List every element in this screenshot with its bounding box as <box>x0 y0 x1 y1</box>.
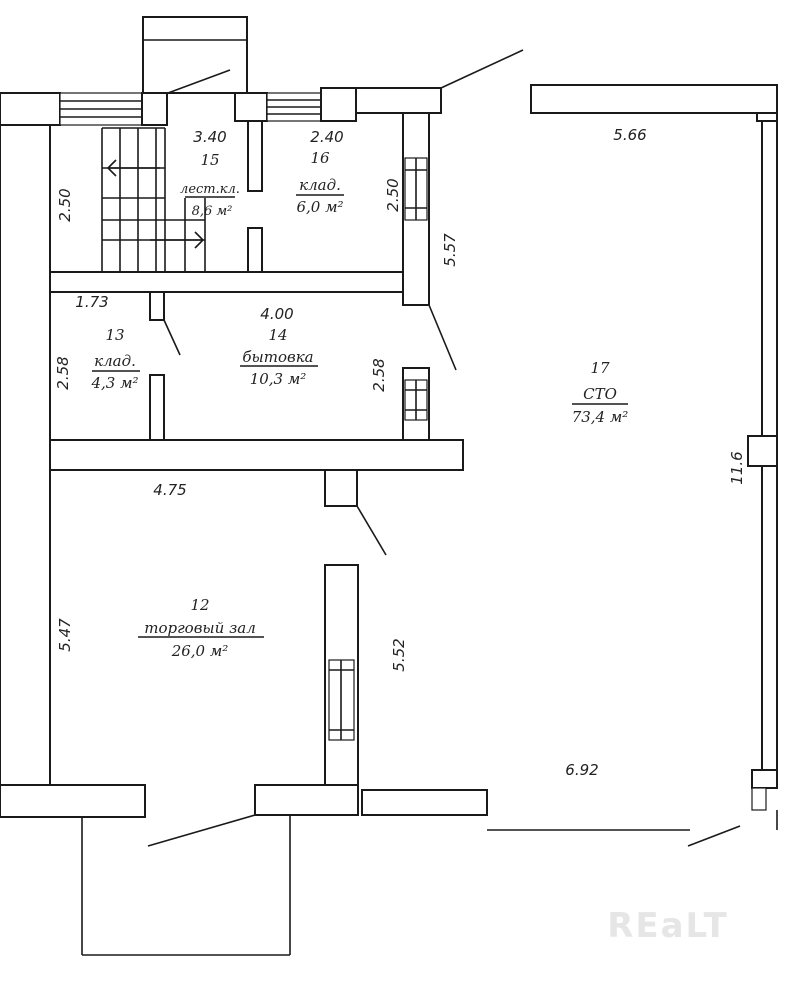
room-name: лест.кл. <box>180 182 240 197</box>
room-number: 14 <box>268 326 287 344</box>
room-name: клад. <box>299 176 341 194</box>
room-14-label: 14 бытовка 10,3 м² <box>240 326 318 388</box>
dim-5-57: 5.57 <box>441 233 459 267</box>
middle-partitions <box>49 291 464 471</box>
dimension-labels: 3.40 2.40 5.66 2.50 2.50 5.57 1.73 4.00 … <box>54 126 746 779</box>
dim-2-40: 2.40 <box>310 128 343 146</box>
dim-3-40: 3.40 <box>193 128 226 146</box>
top-annex <box>142 16 248 94</box>
left-wall <box>0 124 146 818</box>
room-name: СТО <box>583 385 617 403</box>
room-number: 13 <box>105 326 124 344</box>
staircase <box>101 127 206 272</box>
room-area: 73,4 м² <box>572 408 629 426</box>
room-number: 17 <box>590 359 610 377</box>
room-name: клад. <box>94 352 136 370</box>
room-name: торговый зал <box>144 619 256 637</box>
bottom-annex <box>81 815 291 956</box>
dim-1-73: 1.73 <box>75 293 108 311</box>
room-area: 4,3 м² <box>90 374 138 392</box>
room-number: 15 <box>200 151 219 169</box>
dim-4-75: 4.75 <box>153 481 186 499</box>
room-number: 12 <box>190 596 209 614</box>
room-15-label: 15 лест.кл. 8,6 м² <box>180 151 240 219</box>
dim-2-50-left: 2.50 <box>56 188 74 221</box>
dim-2-50-right: 2.50 <box>384 178 402 211</box>
dim-11-6: 11.6 <box>728 451 746 484</box>
room-16-label: 16 клад. 6,0 м² <box>296 149 344 216</box>
right-wall <box>747 120 778 830</box>
dim-5-52: 5.52 <box>390 638 408 671</box>
room-12-label: 12 торговый зал 26,0 м² <box>138 596 264 660</box>
dim-6-92: 6.92 <box>565 761 598 779</box>
room-area: 26,0 м² <box>171 642 229 660</box>
room-name: бытовка <box>242 348 313 366</box>
trade-hall-partitions <box>147 469 741 847</box>
dim-5-47: 5.47 <box>56 618 74 652</box>
top-wall-left <box>0 49 524 126</box>
room-area: 10,3 м² <box>250 370 307 388</box>
room-number: 16 <box>310 149 330 167</box>
room-area: 8,6 м² <box>192 204 233 219</box>
top-wall-right <box>530 84 778 122</box>
upper-partitions <box>49 112 457 371</box>
dim-5-66: 5.66 <box>613 126 646 144</box>
room-17-label: 17 СТО 73,4 м² <box>572 359 629 426</box>
dim-4-00: 4.00 <box>260 305 293 323</box>
dim-2-58-left: 2.58 <box>54 356 72 389</box>
room-area: 6,0 м² <box>296 198 343 216</box>
room-13-label: 13 клад. 4,3 м² <box>90 326 140 392</box>
watermark-logo: REaLT <box>607 906 729 946</box>
dim-2-58-right: 2.58 <box>370 358 388 391</box>
